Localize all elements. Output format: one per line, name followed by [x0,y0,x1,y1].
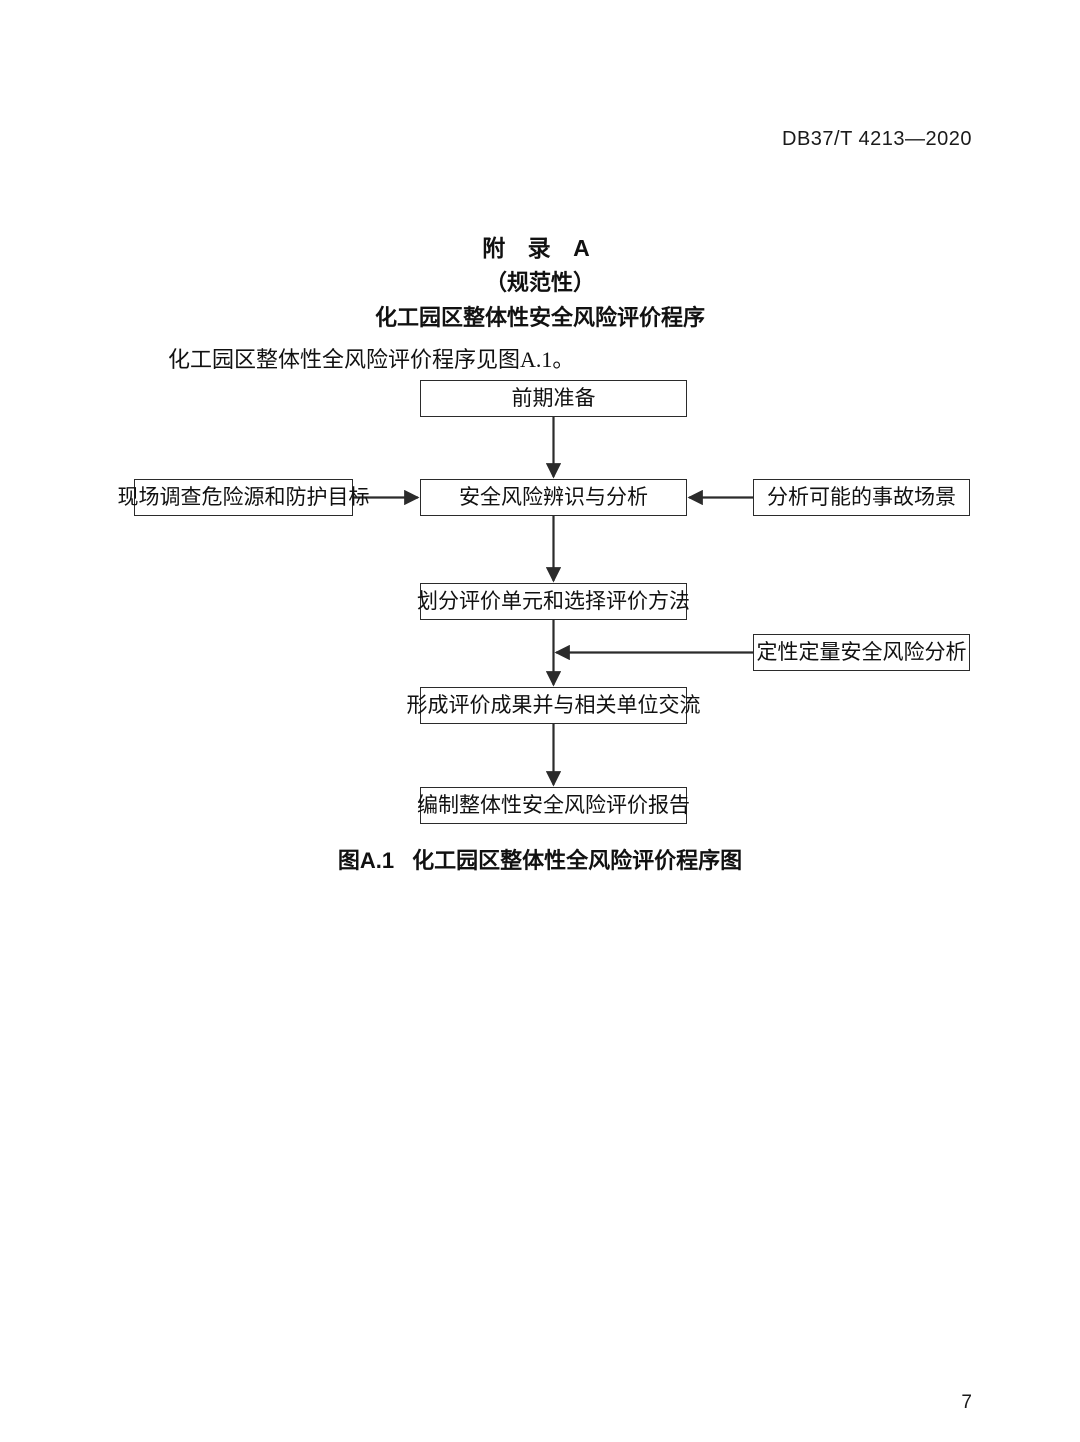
flow-node-scenario[interactable]: 分析可能的事故场景 [753,479,970,516]
flow-node-survey[interactable]: 现场调查危险源和防护目标 [118,479,370,516]
flow-node-unit[interactable]: 划分评价单元和选择评价方法 [417,583,690,620]
annex-title-block: 附 录 A （规范性） 化工园区整体性安全风险评价程序 [0,232,1080,334]
flow-node-prep[interactable]: 前期准备 [420,380,687,417]
page-number: 7 [961,1392,972,1413]
figure-caption-number: 图A.1 [337,848,395,873]
figure-caption: 图A.1 化工园区整体性全风险评价程序图 [0,843,1080,875]
annex-kind: （规范性） [484,270,595,295]
annex-name: 化工园区整体性安全风险评价程序 [374,305,705,330]
document-header-standard-number: DB37/T 4213—2020 [782,128,972,150]
flow-node-identify[interactable]: 安全风险辨识与分析 [420,479,687,516]
annex-title: 附 录 A [482,235,598,261]
flow-node-quant[interactable]: 定性定量安全风险分析 [753,634,970,671]
figure-caption-text: 化工园区整体性全风险评价程序图 [412,848,743,873]
flow-node-report[interactable]: 编制整体性安全风险评价报告 [417,787,690,824]
body-paragraph: 化工园区整体性全风险评价程序见图A.1。 [168,347,575,372]
flow-node-result[interactable]: 形成评价成果并与相关单位交流 [407,687,701,724]
